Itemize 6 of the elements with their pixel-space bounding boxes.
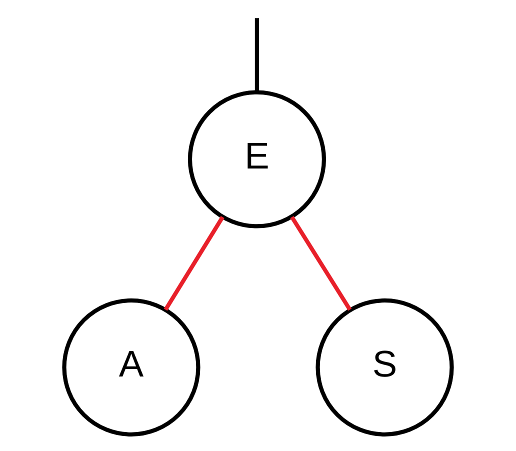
connector (290, 216, 352, 311)
connector (164, 216, 224, 311)
node-circle: S (316, 298, 454, 436)
node-circle: E (188, 90, 326, 228)
connector (254, 18, 260, 92)
node-circle: A (62, 298, 200, 436)
